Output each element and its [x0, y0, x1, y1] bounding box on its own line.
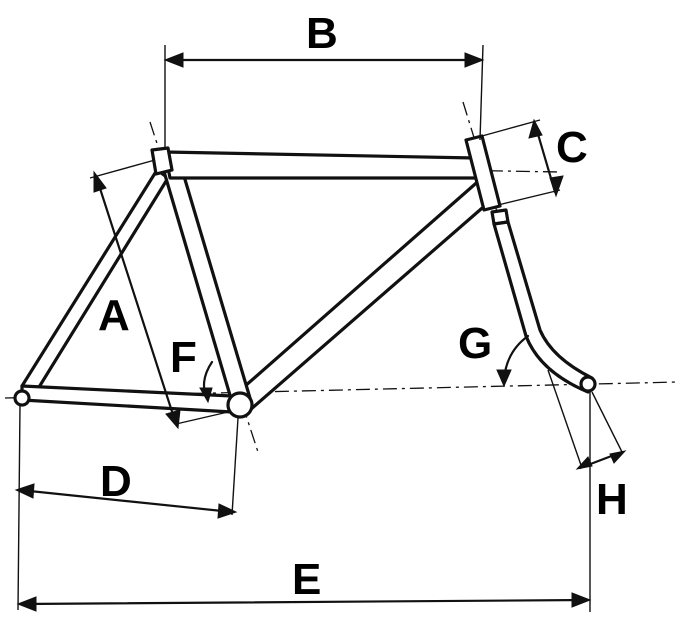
dimension-arrow-h-right [609, 450, 627, 464]
c-extension-top [481, 119, 541, 137]
c-extension-bottom [497, 189, 561, 206]
rear-dropout [13, 389, 31, 407]
dimension-arrow-c-top [528, 118, 543, 139]
b-extension-right [479, 44, 484, 141]
dimension-arrow-b-left [163, 52, 184, 68]
dimension-arrow-b-right [464, 52, 485, 68]
bicycle-frame [13, 134, 597, 419]
label-b: B [306, 9, 338, 58]
dimension-arrow-a-bottom [165, 409, 181, 430]
label-c: C [556, 123, 588, 172]
dimension-arrow-d-left [14, 483, 35, 499]
seat-lug [150, 146, 174, 176]
dimension-arrow-c-bottom [549, 175, 564, 198]
dimension-arrow-a-top [93, 170, 107, 193]
label-f: F [170, 333, 197, 382]
label-g: G [458, 319, 492, 368]
dimension-line-e [20, 598, 588, 606]
down-tube [234, 176, 498, 412]
head-tube [464, 134, 502, 212]
label-a: A [98, 291, 130, 340]
a-extension-bottom [175, 411, 229, 425]
dimension-arrow-e-right [571, 592, 592, 608]
dimension-arrow-e-left [16, 596, 37, 612]
rear-axle-extension [17, 404, 21, 611]
top-tube [163, 150, 482, 180]
dimension-arrow-g [496, 369, 512, 388]
a-extension [89, 159, 156, 179]
front-dropout [579, 375, 597, 393]
label-e: E [292, 555, 321, 604]
h-dropout-extension [591, 391, 623, 453]
bottom-bracket-shell [226, 391, 254, 419]
dimension-lines [14, 52, 627, 612]
dimension-arrow-d-right [217, 503, 238, 519]
label-d: D [100, 457, 132, 506]
dimension-line-a [94, 174, 178, 426]
bb-extension [231, 417, 239, 516]
chain-stay [20, 384, 234, 414]
dimension-labels: A B C D E F G H [98, 9, 628, 604]
dimension-arrow-f [199, 387, 213, 404]
h-steering-axis-extension [547, 369, 583, 469]
seat-stay [20, 168, 170, 394]
label-h: H [596, 475, 628, 524]
dimension-line-d [18, 488, 234, 514]
extension-lines [17, 44, 623, 612]
dimension-arrow-h-left [575, 456, 593, 470]
fork-blade [492, 220, 594, 394]
